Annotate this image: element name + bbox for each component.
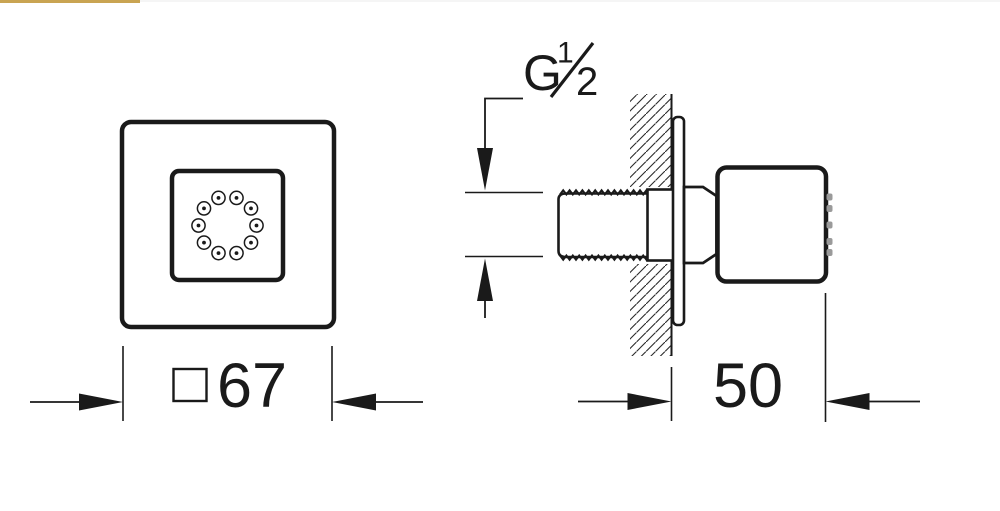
dimension-width-67: 67: [30, 346, 423, 421]
nozzle: [196, 201, 212, 216]
top-hairline: [0, 0, 1000, 2]
arrow-right-icon: [79, 393, 123, 411]
thread-label-denominator: 2: [576, 60, 598, 104]
dimension-value-50: 50: [713, 351, 783, 421]
nozzle: [211, 190, 226, 206]
leader-line: [484, 97, 523, 149]
arrow-left-icon: [825, 393, 870, 410]
front-view: [119, 119, 337, 330]
nozzle-bump: [826, 205, 833, 212]
arrow-right-icon: [627, 393, 672, 410]
nozzle: [243, 201, 259, 216]
nozzle-bump: [826, 221, 833, 229]
dimension-depth-50: 50: [578, 293, 920, 422]
wall-hatch-upper: [630, 94, 671, 187]
nozzle: [211, 245, 226, 261]
dimension-value-67: 67: [217, 351, 287, 421]
fraction-slash-icon: [549, 42, 595, 98]
nozzle-edge-bumps: [826, 193, 833, 256]
arrow-left-icon: [332, 393, 376, 411]
square-symbol-icon: [172, 367, 208, 403]
nozzle: [229, 190, 244, 206]
nozzle-bump: [826, 193, 833, 201]
body-connector: [682, 185, 718, 265]
escutcheon-plate: [671, 115, 686, 327]
nozzle-bump: [826, 249, 833, 256]
nozzle-ring: [191, 190, 264, 261]
threaded-pipe: [557, 188, 651, 262]
nozzle-bump: [826, 238, 833, 245]
thread-label-numerator: 1: [557, 37, 574, 70]
thread-zigzag-top: [559, 188, 651, 197]
spray-face-outline: [169, 168, 286, 283]
wall-hatch-lower: [630, 264, 671, 356]
accent-bar: [0, 0, 140, 3]
arrow-down-icon: [477, 148, 493, 191]
side-view: [557, 94, 833, 356]
thread-size-callout: G 1 2: [465, 37, 598, 318]
wall-nut: [646, 188, 675, 262]
nozzle: [191, 218, 206, 233]
nozzle: [249, 218, 264, 233]
nozzle: [196, 235, 212, 250]
thread-zigzag-bottom: [559, 253, 651, 262]
nozzle: [229, 245, 244, 261]
jet-head: [715, 165, 829, 284]
arrow-up-icon: [477, 258, 493, 301]
pipe-body: [557, 192, 648, 259]
nozzle: [243, 235, 259, 250]
